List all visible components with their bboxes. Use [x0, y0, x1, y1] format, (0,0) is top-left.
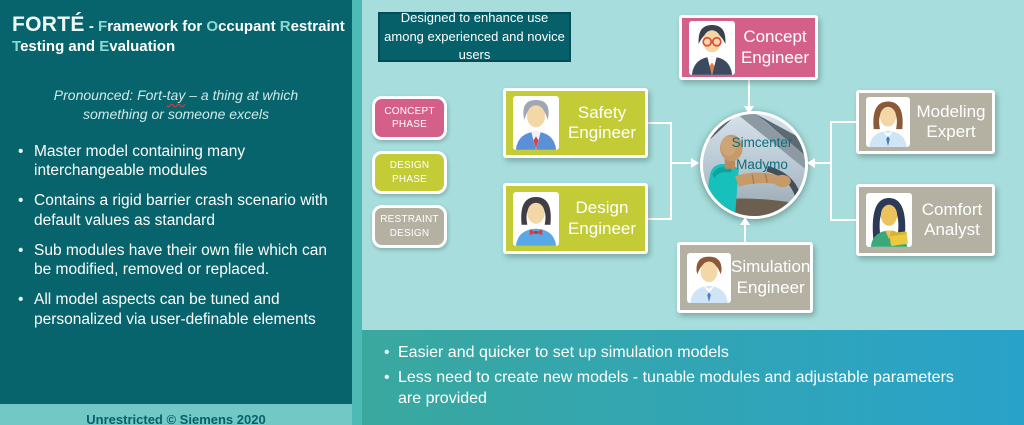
role-card-safety-engineer: Safety Engineer [503, 88, 648, 158]
role-label: Design Engineer [567, 198, 637, 238]
design-note-box: Designed to enhance use among experience… [378, 10, 571, 62]
phase-chip-concept: CONCEPT PHASE [372, 96, 447, 140]
bullet-item: Master model containing many interchange… [16, 142, 338, 180]
panel-divider [352, 0, 362, 425]
role-label: Comfort Analyst [921, 199, 983, 239]
connector-line [744, 222, 746, 242]
bullet-item: Less need to create new models - tunable… [382, 368, 978, 409]
pronunciation-note: Pronounced: Fort-tay – a thing at which … [53, 87, 299, 122]
comfort-analyst-avatar-icon [866, 193, 912, 247]
connector-line [814, 162, 832, 164]
benefits-bullet-list: Easier and quicker to set up simulation … [362, 330, 1024, 409]
connector-line [832, 121, 856, 123]
spellcheck-underline: tay [166, 87, 186, 103]
concept-engineer-avatar-icon [689, 20, 735, 75]
role-card-simulation-engineer: Simulation Engineer [677, 242, 813, 313]
connector-line [648, 218, 672, 220]
title-forte: FORTÉ [12, 13, 85, 36]
phase-chip-restraint: RESTRAINT DESIGN [372, 205, 447, 248]
left-text-panel: FORTÉ - Framework for Occupant Restraint… [0, 0, 352, 425]
bullet-item: All model aspects can be tuned and perso… [16, 290, 338, 328]
design-engineer-avatar-icon [513, 191, 559, 246]
role-card-concept-engineer: Concept Engineer [679, 15, 818, 80]
copyright-text: Unrestricted © Siemens 2020 [86, 412, 266, 425]
connector-line [830, 121, 832, 221]
role-card-design-engineer: Design Engineer [503, 183, 648, 254]
simulation-engineer-avatar-icon [687, 252, 731, 303]
safety-engineer-avatar-icon [513, 96, 559, 150]
connector-line [670, 122, 672, 220]
connector-line [648, 122, 672, 124]
page-title: FORTÉ - Framework for Occupant Restraint… [12, 13, 345, 55]
connector-line [748, 80, 750, 108]
connector-line [670, 162, 692, 164]
arrow-up-icon [740, 217, 750, 225]
footer-strip: Unrestricted © Siemens 2020 [0, 404, 352, 425]
bullet-item: Sub modules have their own file which ca… [16, 241, 338, 279]
arrow-down-icon [744, 106, 754, 114]
role-label: Modeling Expert [916, 101, 986, 141]
phase-chip-design: DESIGN PHASE [372, 151, 447, 194]
role-label: Safety Engineer [567, 102, 637, 142]
bullet-item: Contains a rigid barrier crash scenario … [16, 191, 338, 229]
arrow-right-icon [691, 158, 699, 168]
role-card-comfort-analyst: Comfort Analyst [856, 184, 995, 256]
role-card-modeling-expert: Modeling Expert [856, 90, 995, 154]
role-label: Simulation Engineer [731, 257, 811, 297]
center-hub-label: Simcenter Madymo [731, 135, 793, 172]
role-label: Concept Engineer [740, 27, 810, 67]
feature-bullet-list: Master model containing many interchange… [16, 142, 338, 340]
modeling-expert-avatar-icon [866, 97, 910, 147]
connector-line [832, 219, 856, 221]
bullet-item: Easier and quicker to set up simulation … [382, 343, 978, 364]
arrow-left-icon [807, 158, 815, 168]
benefits-bar: Easier and quicker to set up simulation … [362, 330, 1024, 425]
